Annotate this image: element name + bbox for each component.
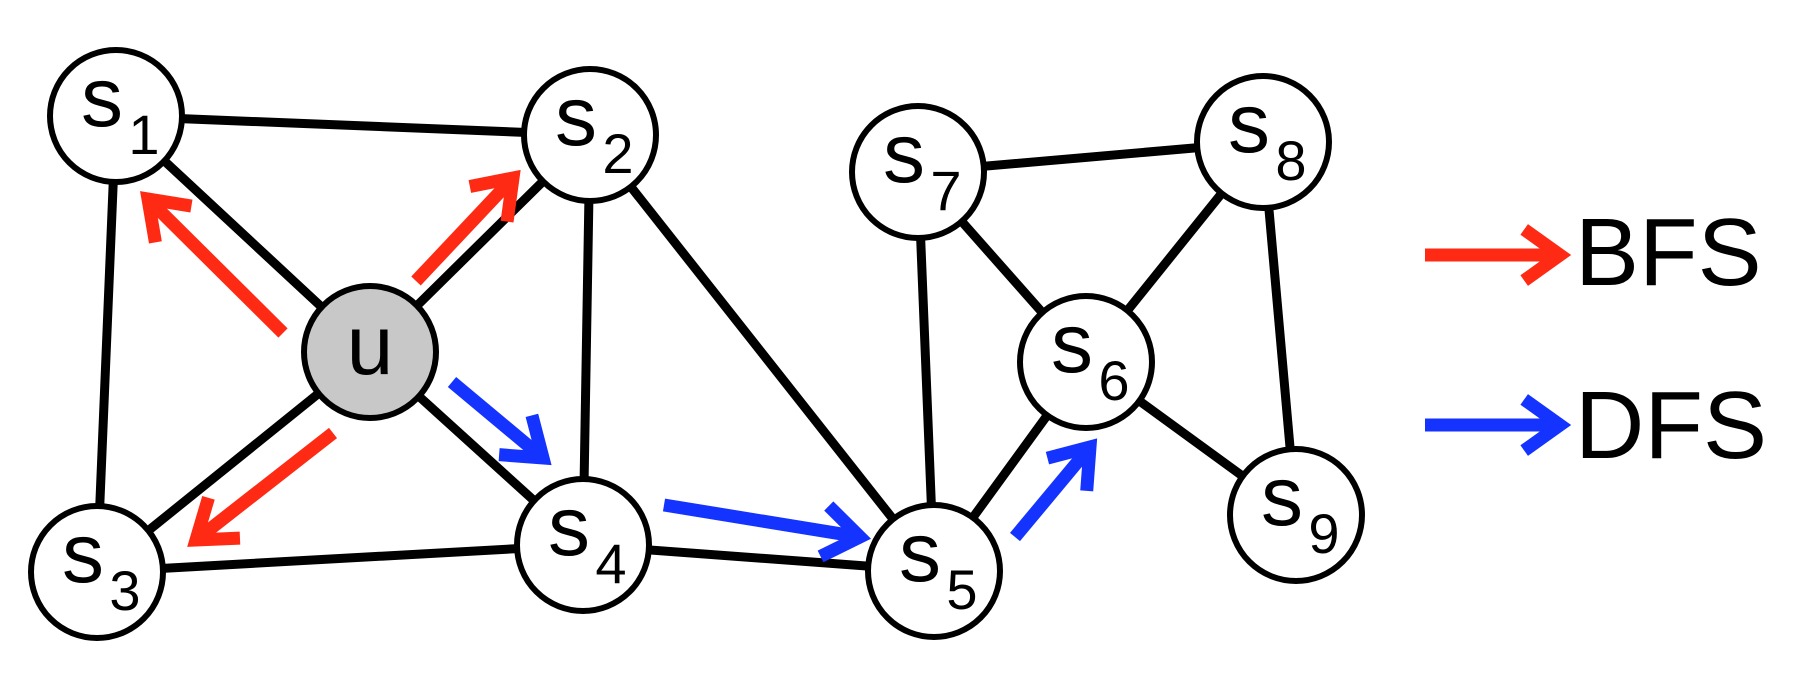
node-s4-subscript: 4 (595, 532, 626, 595)
legend-bfs: BFS (1425, 199, 1762, 306)
node-s7-circle (849, 103, 987, 241)
legend-dfs-label: DFS (1575, 372, 1767, 479)
edge-s3-s4 (92, 540, 588, 577)
node-s6-label: s (1051, 296, 1093, 390)
node-s9-subscript: 9 (1308, 502, 1339, 565)
node-s6-subscript: 6 (1098, 349, 1129, 412)
legend-bfs-label: BFS (1575, 199, 1762, 306)
bfs-arrow-shape (1425, 224, 1572, 286)
dfs-arrow-u-s4 (447, 377, 552, 466)
node-s2-circle (521, 66, 659, 204)
bfs-arrow-u-s3 (187, 427, 338, 547)
node-s4-circle (514, 476, 652, 614)
node-s2-subscript: 2 (602, 122, 633, 185)
node-u: u (301, 283, 439, 421)
dfs-arrow-shape (1425, 394, 1572, 456)
node-s5-circle (865, 502, 1003, 640)
bfs-arrow-icon (1425, 224, 1572, 286)
bfs-arrow-u-s2 (411, 169, 521, 286)
node-s8-circle (1194, 73, 1332, 211)
node-s9-circle (1227, 446, 1365, 584)
node-s2-label: s (555, 69, 597, 163)
dfs-arrow-s4-s5 (662, 498, 872, 563)
dfs-arrow-icon (1425, 394, 1572, 456)
bfs-arrow-u-s1 (140, 191, 288, 338)
node-s1-circle (47, 47, 185, 185)
node-u-circle (301, 283, 439, 421)
node-s8-label: s (1228, 76, 1270, 170)
node-s6-circle (1017, 293, 1155, 431)
node-s5-subscript: 5 (946, 558, 977, 621)
legend: BFS DFS (1425, 199, 1767, 479)
edge-s1-s2 (111, 111, 595, 140)
node-s5-label: s (899, 505, 941, 599)
node-s7-label: s (883, 106, 925, 200)
node-s4-label: s (548, 479, 590, 573)
node-s9-label: s (1261, 449, 1303, 543)
node-u-label: u (347, 298, 394, 392)
legend-dfs: DFS (1425, 372, 1767, 479)
node-s1-subscript: 1 (128, 103, 159, 166)
edge-s1-s3 (92, 111, 121, 577)
traversal-arrows-layer (140, 169, 1098, 563)
edge-s2-s5 (585, 130, 939, 576)
node-s8-subscript: 8 (1275, 129, 1306, 192)
node-s3-label: s (62, 506, 104, 600)
node-s1-label: s (81, 50, 123, 144)
dfs-arrow-s5-s6 (1010, 438, 1098, 542)
node-s7-subscript: 7 (930, 159, 961, 222)
node-s3-subscript: 3 (109, 559, 140, 622)
node-s3-circle (28, 503, 166, 641)
